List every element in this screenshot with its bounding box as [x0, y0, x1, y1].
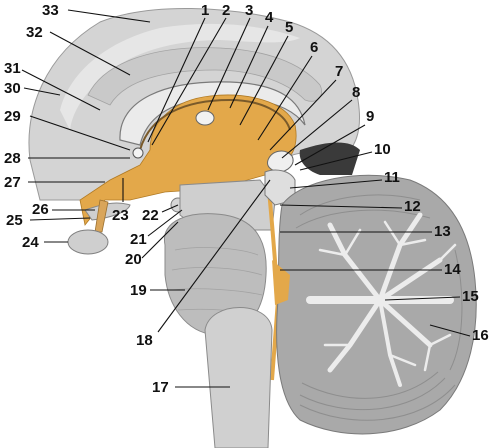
label-7: 7 — [335, 63, 343, 80]
label-12: 12 — [404, 198, 421, 215]
label-9: 9 — [366, 108, 374, 125]
pons-striations — [171, 247, 263, 316]
label-31: 31 — [4, 60, 21, 77]
label-28: 28 — [4, 150, 21, 167]
label-2: 2 — [222, 2, 230, 19]
pituitary-gland — [67, 229, 109, 255]
brain-illustration — [28, 7, 477, 448]
label-5: 5 — [285, 19, 293, 36]
choroid-strip — [272, 260, 290, 305]
pineal-region — [267, 150, 294, 173]
label-23: 23 — [112, 207, 129, 224]
medulla-oblongata — [204, 307, 273, 448]
label-15: 15 — [462, 288, 479, 305]
label-10: 10 — [374, 141, 391, 158]
label-18: 18 — [136, 332, 153, 349]
infundibulum — [94, 199, 109, 233]
interthalamic-adhesion — [195, 110, 215, 126]
tectum — [264, 169, 296, 206]
label-30: 30 — [4, 80, 21, 97]
leader-lines — [21, 9, 471, 388]
label-11: 11 — [384, 169, 400, 186]
label-16: 16 — [472, 327, 489, 344]
label-29: 29 — [4, 108, 21, 125]
label-4: 4 — [265, 9, 274, 26]
label-19: 19 — [130, 282, 147, 299]
anterior-commissure — [132, 147, 144, 159]
label-13: 13 — [434, 223, 451, 240]
label-27: 27 — [4, 174, 21, 191]
label-17: 17 — [152, 379, 169, 396]
label-8: 8 — [352, 84, 360, 101]
label-33: 33 — [42, 2, 59, 19]
label-24: 24 — [22, 234, 39, 251]
label-1: 1 — [201, 2, 209, 19]
label-22: 22 — [142, 207, 159, 224]
label-26: 26 — [32, 201, 49, 218]
label-6: 6 — [310, 39, 318, 56]
label-21: 21 — [130, 231, 147, 248]
fornix — [139, 98, 291, 151]
label-32: 32 — [26, 24, 43, 41]
arbor-vitae — [306, 212, 457, 387]
occipital-shadow — [299, 142, 360, 175]
label-20: 20 — [125, 251, 142, 268]
cerebellar-folia — [295, 194, 463, 421]
pons — [164, 213, 267, 336]
label-25: 25 — [6, 212, 23, 229]
labels: 1 2 3 4 5 6 7 8 9 10 11 12 13 14 15 16 1… — [4, 2, 489, 396]
cortex-highlight — [60, 23, 300, 131]
label-3: 3 — [245, 2, 253, 19]
label-14: 14 — [444, 261, 461, 278]
